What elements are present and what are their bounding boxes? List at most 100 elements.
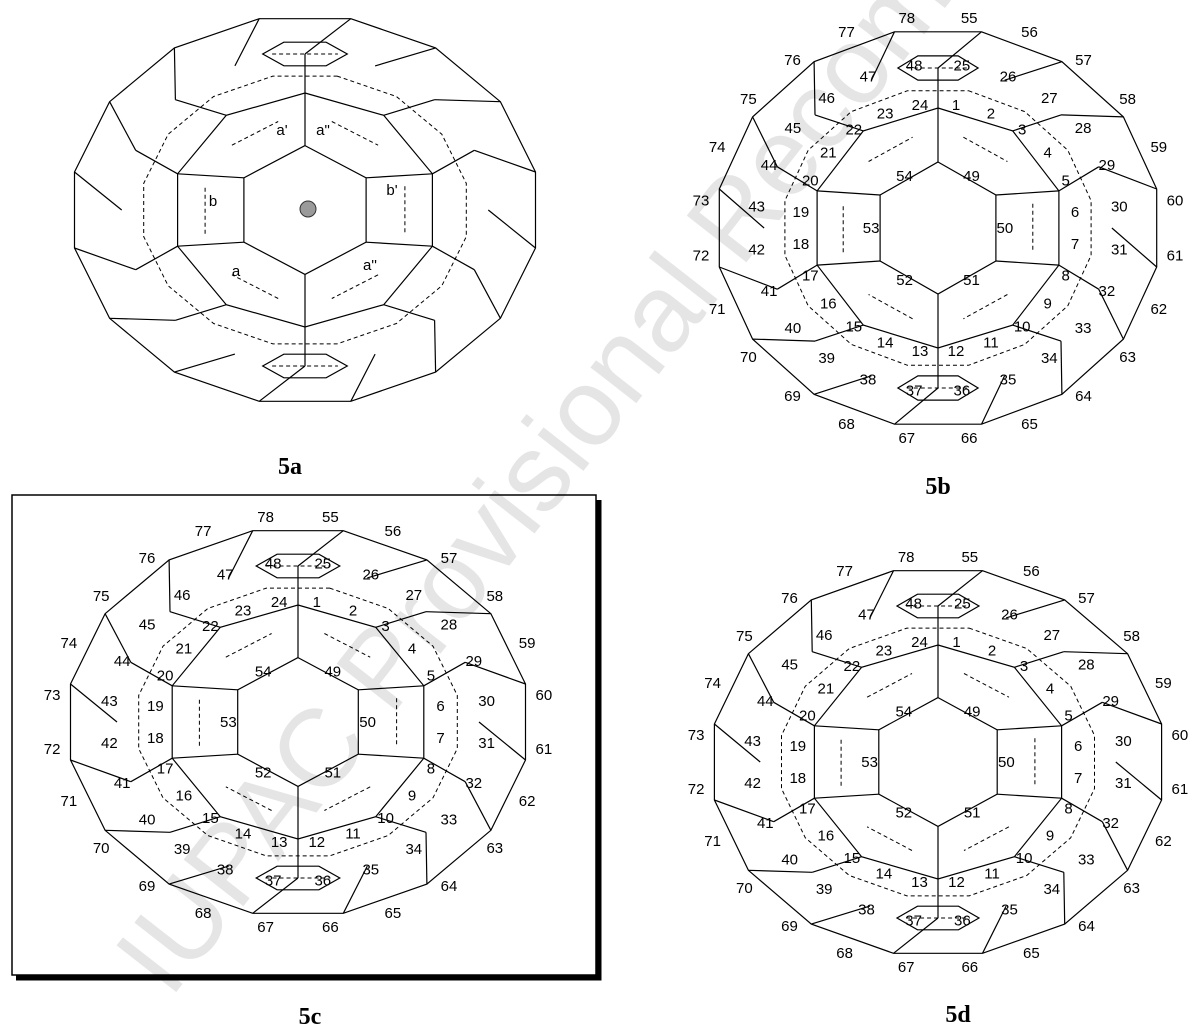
locant-number: 67 bbox=[257, 919, 274, 936]
inner-spoke bbox=[997, 725, 1062, 731]
inner-spoke bbox=[177, 241, 244, 247]
rim-spoke bbox=[869, 570, 895, 619]
locant-number: 1 bbox=[313, 594, 321, 611]
rim-spoke bbox=[714, 799, 774, 823]
locant-number: 50 bbox=[997, 220, 1014, 237]
locant-number: 48 bbox=[265, 556, 282, 573]
rim-spoke bbox=[747, 653, 775, 703]
locant-number: 57 bbox=[1078, 590, 1095, 607]
dashed-bond bbox=[868, 294, 913, 320]
locant-number: 44 bbox=[757, 693, 774, 710]
front-spoke bbox=[423, 661, 466, 687]
locant-number: 39 bbox=[818, 350, 835, 367]
locant-number: 20 bbox=[802, 173, 819, 190]
locant-number: 73 bbox=[693, 192, 710, 209]
locant-number: 15 bbox=[844, 850, 861, 867]
locant-number: 47 bbox=[217, 566, 234, 583]
locant-number: 35 bbox=[362, 862, 379, 879]
front-spoke bbox=[375, 816, 427, 833]
locant-number: 49 bbox=[324, 663, 341, 680]
top-cap bbox=[261, 41, 349, 67]
front-spoke bbox=[1014, 856, 1064, 873]
locant-number: 32 bbox=[465, 775, 482, 792]
bond-label: a' bbox=[276, 122, 287, 139]
locant-number: 12 bbox=[948, 343, 965, 360]
locant-number: 37 bbox=[265, 873, 282, 890]
dashed-bond bbox=[331, 121, 379, 146]
front-spoke bbox=[773, 797, 815, 823]
locant-number: 10 bbox=[1014, 318, 1031, 335]
locant-number: 14 bbox=[877, 335, 894, 352]
rim-spoke bbox=[374, 47, 436, 67]
locant-number: 43 bbox=[748, 199, 765, 216]
rim-spoke bbox=[342, 865, 368, 914]
locant-number: 63 bbox=[486, 840, 503, 857]
front-spoke bbox=[814, 324, 864, 342]
locant-number: 53 bbox=[861, 754, 878, 771]
front-spoke bbox=[135, 245, 178, 271]
locant-number: 1 bbox=[952, 97, 960, 114]
locant-number: 43 bbox=[101, 693, 118, 710]
locant-number: 1 bbox=[952, 634, 960, 651]
locant-number: 16 bbox=[176, 788, 193, 805]
locant-number: 13 bbox=[911, 874, 928, 891]
rim-spoke bbox=[1102, 701, 1162, 725]
locant-number: 5 bbox=[427, 668, 435, 685]
inner-spoke bbox=[358, 753, 424, 759]
locant-number: 46 bbox=[818, 90, 835, 107]
dashed-bond bbox=[963, 136, 1008, 162]
locant-number: 67 bbox=[898, 959, 915, 976]
locant-number: 18 bbox=[147, 730, 164, 747]
panel-5c-frame-shadow bbox=[16, 500, 602, 981]
locant-number: 2 bbox=[987, 105, 995, 122]
locant-number: 10 bbox=[377, 810, 394, 827]
locant-number: 22 bbox=[845, 122, 862, 139]
locant-number: 77 bbox=[838, 24, 855, 41]
locant-number: 45 bbox=[781, 657, 798, 674]
locant-number: 41 bbox=[114, 775, 131, 792]
rim-spoke bbox=[810, 599, 813, 652]
locant-number: 73 bbox=[688, 727, 705, 744]
rim-spoke bbox=[174, 353, 236, 373]
locant-number: 7 bbox=[1074, 770, 1082, 787]
inner-spoke bbox=[814, 725, 879, 731]
locant-number: 7 bbox=[436, 730, 444, 747]
rim-spoke bbox=[894, 387, 939, 425]
bottom-cap bbox=[895, 905, 981, 931]
locant-number: 17 bbox=[799, 800, 816, 817]
inner-spoke bbox=[997, 793, 1062, 799]
locant-number: 34 bbox=[1041, 350, 1058, 367]
dashed-bond bbox=[866, 673, 913, 698]
rim-spoke bbox=[937, 31, 982, 69]
locant-number: 4 bbox=[408, 640, 416, 657]
locant-number: 53 bbox=[863, 220, 880, 237]
locant-number: 4 bbox=[1044, 145, 1052, 162]
locant-number: 52 bbox=[895, 805, 912, 822]
locant-number: 61 bbox=[536, 741, 553, 758]
bottom-cap bbox=[261, 353, 349, 379]
locant-number: 40 bbox=[139, 811, 156, 828]
locant-number: 41 bbox=[757, 815, 774, 832]
locant-number: 69 bbox=[784, 388, 801, 405]
rim-spoke bbox=[478, 721, 526, 761]
rim-spoke bbox=[109, 101, 137, 151]
locant-number: 26 bbox=[362, 566, 379, 583]
locant-number: 69 bbox=[781, 918, 798, 935]
locant-number: 30 bbox=[478, 693, 495, 710]
locant-number: 13 bbox=[912, 343, 929, 360]
locant-number: 64 bbox=[1075, 388, 1092, 405]
front-spoke bbox=[175, 304, 227, 321]
locant-number: 17 bbox=[802, 268, 819, 285]
locant-number: 22 bbox=[202, 618, 219, 635]
locant-number: 43 bbox=[744, 733, 761, 750]
locant-number: 9 bbox=[1046, 828, 1054, 845]
locant-number: 46 bbox=[174, 587, 191, 604]
locant-number: 56 bbox=[1023, 563, 1040, 580]
locant-number: 44 bbox=[761, 157, 778, 174]
locant-number: 21 bbox=[176, 640, 193, 657]
rim-spoke bbox=[74, 171, 123, 211]
front-spoke bbox=[1012, 324, 1062, 342]
locant-number: 62 bbox=[519, 793, 536, 810]
rim-spoke bbox=[434, 99, 501, 103]
locant-number: 27 bbox=[1043, 627, 1060, 644]
